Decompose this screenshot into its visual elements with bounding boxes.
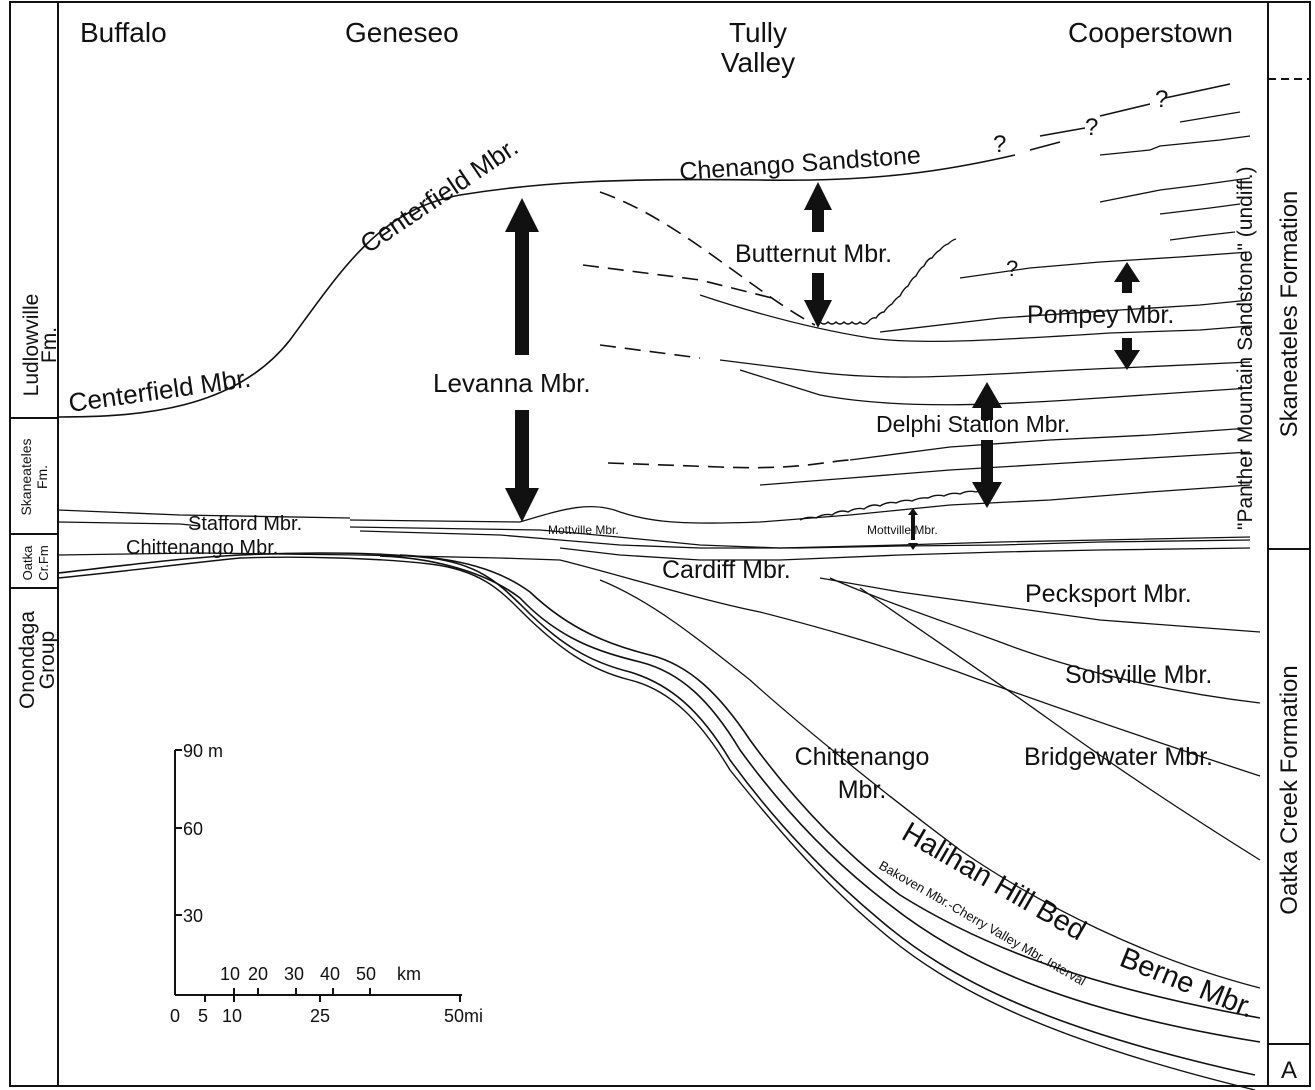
label-butternut: Butternut Mbr. [735, 240, 892, 268]
label-centerfield-upper: Centerfield Mbr. [355, 131, 524, 259]
locality-valley: Valley [721, 47, 795, 78]
scale-label-30: 30 [183, 906, 203, 926]
label-chittenango-2: Mbr. [838, 776, 887, 804]
label-oatka-crfm: Cr.Fm [36, 545, 51, 580]
label-chittenango-1: Chittenango [795, 743, 930, 771]
scale-km-10: 10 [220, 964, 240, 984]
label-berne: Berne Mbr. [1115, 942, 1259, 1025]
label-pecksport: Pecksport Mbr. [1025, 580, 1192, 608]
scale-mi-unit: mi [464, 1006, 483, 1026]
label-chenango: Chenango Sandstone [678, 141, 921, 186]
onondaga-wavy-top [57, 556, 1256, 1090]
label-skaneateles: Skaneateles [18, 438, 34, 515]
chenango-extension [1029, 83, 1231, 151]
scale-label-60: 60 [183, 819, 203, 839]
locality-cooperstown: Cooperstown [1068, 17, 1233, 48]
label-chittenango-top: Chittenango Mbr. [126, 537, 278, 559]
levanna-arrow [505, 198, 539, 522]
localities: Buffalo Geneseo Tully Valley Cooperstown [80, 17, 1233, 78]
scale-km-20: 20 [248, 964, 268, 984]
centerfield-boundary [57, 154, 1016, 418]
label-pompey: Pompey Mbr. [1027, 301, 1174, 329]
oatka-top [359, 530, 1251, 549]
label-mottville-1: Mottville Mbr. [548, 523, 619, 537]
line-delphi-base-1 [759, 451, 1251, 486]
scale-mi-25: 25 [310, 1006, 330, 1026]
line-above-delphi [719, 359, 1251, 378]
halihan-base [379, 555, 1261, 1043]
locality-tully: Tully [729, 17, 787, 48]
label-mottville-2: Mottville Mbr. [867, 523, 938, 537]
butternut-arrow [804, 182, 832, 328]
question-1: ? [993, 131, 1006, 158]
left-column-labels: Ludlowville Fm. Skaneateles Fm. Oatka Cr… [16, 294, 61, 709]
label-ludlowville-fm: Fm. [38, 327, 61, 363]
mottville-wavy [799, 489, 993, 521]
mottville-base [349, 526, 1251, 549]
scale-mi-10: 10 [222, 1006, 242, 1026]
delphi-arrow [972, 382, 1002, 508]
label-stafford: Stafford Mbr. [188, 513, 302, 535]
question-2: ? [1085, 114, 1098, 141]
label-oatka-creek-formation: Oatka Creek Formation [1276, 665, 1303, 914]
question-4: ? [1006, 256, 1018, 281]
butternut-wavy-base [819, 238, 957, 325]
label-cardiff: Cardiff Mbr. [662, 556, 791, 584]
cardiff-base [559, 559, 1261, 777]
stafford-top [57, 509, 351, 519]
dashed-line-2 [582, 264, 781, 301]
dashed-line-1 [599, 191, 816, 326]
mottville-top-left [349, 484, 1251, 524]
question-3: ? [1155, 86, 1168, 113]
right-column-labels: Skaneateles Formation Oatka Creek Format… [1276, 191, 1303, 1084]
mottville-arrow [908, 508, 918, 550]
line-delphi-lower [849, 427, 1251, 461]
label-ludlowville: Ludlowville [20, 294, 43, 397]
label-solsville: Solsville Mbr. [1065, 661, 1212, 689]
outer-border [9, 1, 1311, 1087]
label-panther: "Panther Mountain Sandstone" (undiff.) [1234, 166, 1257, 530]
berne-top [399, 554, 1261, 1019]
locality-buffalo: Buffalo [80, 17, 167, 48]
pompey-top [959, 251, 1251, 279]
dashed-line-3 [599, 344, 701, 359]
label-levanna: Levanna Mbr. [433, 368, 591, 398]
scale-label-90m: 90 m [183, 741, 223, 761]
bridgewater-base [859, 587, 1261, 861]
pecksport-base [829, 577, 1261, 704]
chittenango-base [599, 579, 1261, 989]
line-delphi-upper [739, 369, 1251, 406]
label-oatka: Oatka [20, 545, 35, 580]
scale-mi-50: 50 [444, 1006, 464, 1026]
scale-km-50: 50 [356, 964, 376, 984]
onondaga-top-line [57, 552, 1256, 1076]
scale-km-unit: km [397, 964, 421, 984]
pecksport-top [819, 577, 1261, 633]
label-box-a: A [1281, 1057, 1297, 1084]
scale-km-40: 40 [320, 964, 340, 984]
label-skaneateles-formation: Skaneateles Formation [1276, 191, 1303, 438]
frame [9, 1, 1311, 1087]
dashed-line-4 [607, 459, 851, 469]
scale-bar: 90 m 60 30 10 20 30 40 50 km 0 5 10 25 5… [170, 741, 483, 1026]
unit-labels: Centerfield Mbr. Centerfield Mbr. Chenan… [67, 86, 1259, 1025]
pompey-arrow [1114, 262, 1140, 370]
pompey-mid [879, 299, 1251, 333]
scale-km-30: 30 [284, 964, 304, 984]
oatka-top-2 [559, 547, 1251, 561]
scale-mi-5: 5 [198, 1006, 208, 1026]
chittenango-top [57, 552, 561, 561]
stafford-base [57, 521, 201, 527]
butternut-base [699, 294, 1251, 343]
upper-tongues [1099, 111, 1251, 241]
locality-geneseo: Geneseo [345, 17, 459, 48]
label-skaneateles-fm: Fm. [34, 465, 50, 489]
label-onondaga: Onondaga [16, 611, 39, 709]
label-onondaga-group: Group [36, 631, 59, 689]
label-delphi: Delphi Station Mbr. [876, 411, 1070, 437]
scale-mi-0: 0 [170, 1006, 180, 1026]
label-bridgewater: Bridgewater Mbr. [1024, 743, 1213, 771]
